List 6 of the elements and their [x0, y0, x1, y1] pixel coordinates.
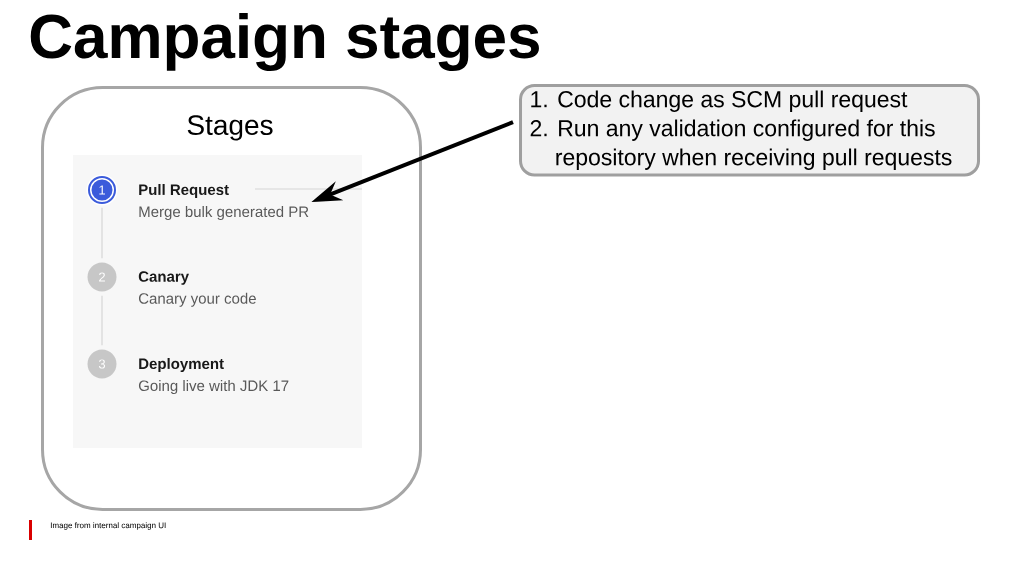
image-caption: Image from internal campaign UI	[50, 522, 166, 530]
slide-title: Campaign stages	[30, 13, 539, 72]
callout-box: 1. Code change as SCM pull request 2. Run any validation configured for this repository when receiving pull requests	[519, 84, 980, 177]
step-label: Deployment Going live with JDK 17	[138, 358, 289, 394]
step-label: Pull Request Merge bulk generated PR	[139, 184, 309, 220]
step-label: Canary Canary your code	[138, 271, 256, 307]
